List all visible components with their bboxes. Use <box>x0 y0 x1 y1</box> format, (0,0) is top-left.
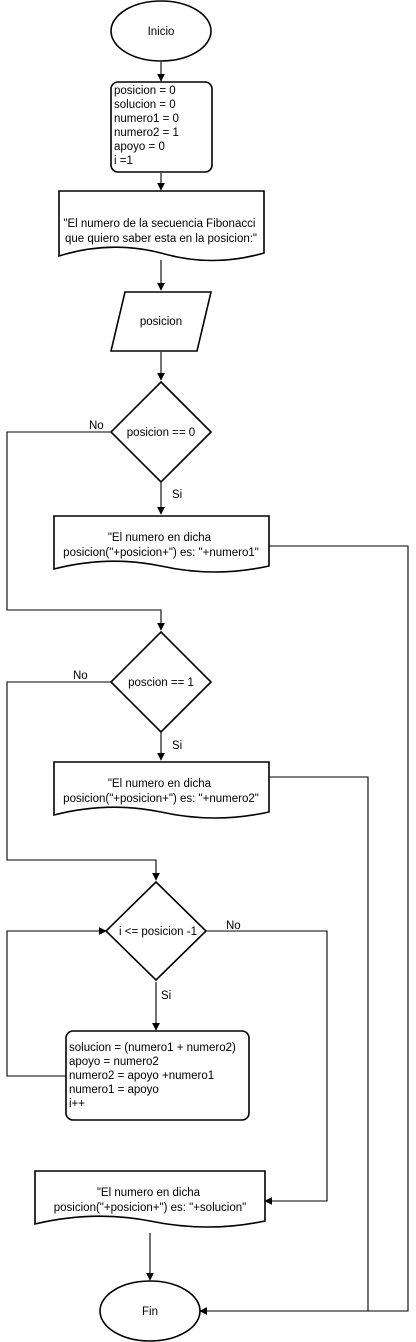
decision1-label: posicion == 0 <box>127 427 195 439</box>
decision-posicion-0: posicion == 0 No Si <box>89 380 213 501</box>
svg-text:"El numero en dicha posi: "El numero en dicha posicion("+posicion+… <box>63 532 259 559</box>
svg-text:posicion = 0 solucion =: posicion = 0 solucion = 0 numero1 = 0 nu… <box>114 85 182 167</box>
init-line: apoyo = 0 <box>114 141 165 153</box>
prompt-line: que quiero saber esta en la posicion:" <box>65 233 257 245</box>
edge-output2-end <box>269 776 369 1311</box>
output2-document: "El numero en dicha posicion("+posicion+… <box>53 761 270 819</box>
loop-yes-label: Si <box>161 990 171 1002</box>
end-label: Fin <box>142 1306 158 1318</box>
start-node: Inicio <box>110 0 212 62</box>
svg-text:"El numero en dicha posi: "El numero en dicha posicion("+posicion+… <box>63 778 259 805</box>
output2-line: "El numero en dicha <box>108 778 212 790</box>
edge-decision2-no <box>6 681 160 881</box>
loop-no-label: No <box>226 920 241 932</box>
decision-poscion-1: poscion == 1 No Si <box>73 630 213 752</box>
decision-loop: i <= posicion -1 No Si <box>104 880 241 1002</box>
init-process: posicion = 0 solucion = 0 numero1 = 0 nu… <box>110 81 213 173</box>
body-line: apoyo = numero2 <box>69 1056 159 1068</box>
init-line: numero2 = 1 <box>114 127 179 139</box>
input-label: posicion <box>140 316 182 328</box>
start-label: Inicio <box>148 26 175 38</box>
output3-line: posicion("+posicion+") es: "+solucion" <box>54 1202 246 1214</box>
decision1-no-label: No <box>89 420 104 432</box>
svg-text:"El numero en dicha posi: "El numero en dicha posicion("+posicion+… <box>54 1187 246 1214</box>
edge-decision1-no <box>6 431 165 631</box>
init-line: posicion = 0 <box>114 85 176 97</box>
svg-text:"El numero de la secuencia Fib: "El numero de la secuencia Fibonacci que… <box>63 218 258 245</box>
edge-output1-end <box>199 545 409 1315</box>
body-line: numero2 = apoyo +numero1 <box>69 1070 214 1082</box>
connectors <box>6 62 409 1315</box>
output1-document: "El numero en dicha posicion("+posicion+… <box>53 515 270 573</box>
end-node: Fin <box>99 1280 201 1342</box>
loop-label: i <= posicion -1 <box>119 926 197 938</box>
init-line: numero1 = 0 <box>114 113 179 125</box>
decision2-label: poscion == 1 <box>128 677 194 689</box>
svg-text:solucion = (numero1 + numero2): solucion = (numero1 + numero2) apoyo = n… <box>69 1042 239 1110</box>
output1-line: "El numero en dicha <box>108 532 212 544</box>
prompt-document: "El numero de la secuencia Fibonacci que… <box>58 190 265 262</box>
init-line: solucion = 0 <box>114 99 176 111</box>
body-line: solucion = (numero1 + numero2) <box>69 1042 236 1054</box>
decision2-no-label: No <box>73 670 88 682</box>
output3-line: "El numero en dicha <box>97 1187 201 1199</box>
init-line: i =1 <box>114 155 133 167</box>
edge-loop-back <box>6 927 107 1077</box>
decision2-yes-label: Si <box>172 740 182 752</box>
loop-body-process: solucion = (numero1 + numero2) apoyo = n… <box>65 1030 250 1121</box>
input-node: posicion <box>109 291 213 352</box>
edge-loop-no <box>206 930 328 1205</box>
body-line: i++ <box>69 1098 85 1110</box>
output2-line: posicion("+posicion+") es: "+numero2" <box>63 793 259 805</box>
prompt-line: "El numero de la secuencia Fibonacci <box>63 218 255 230</box>
decision1-yes-label: Si <box>172 489 182 501</box>
output3-document: "El numero en dicha posicion("+posicion+… <box>34 1170 266 1228</box>
output1-line: posicion("+posicion+") es: "+numero1" <box>63 547 259 559</box>
body-line: numero1 = apoyo <box>69 1084 159 1096</box>
